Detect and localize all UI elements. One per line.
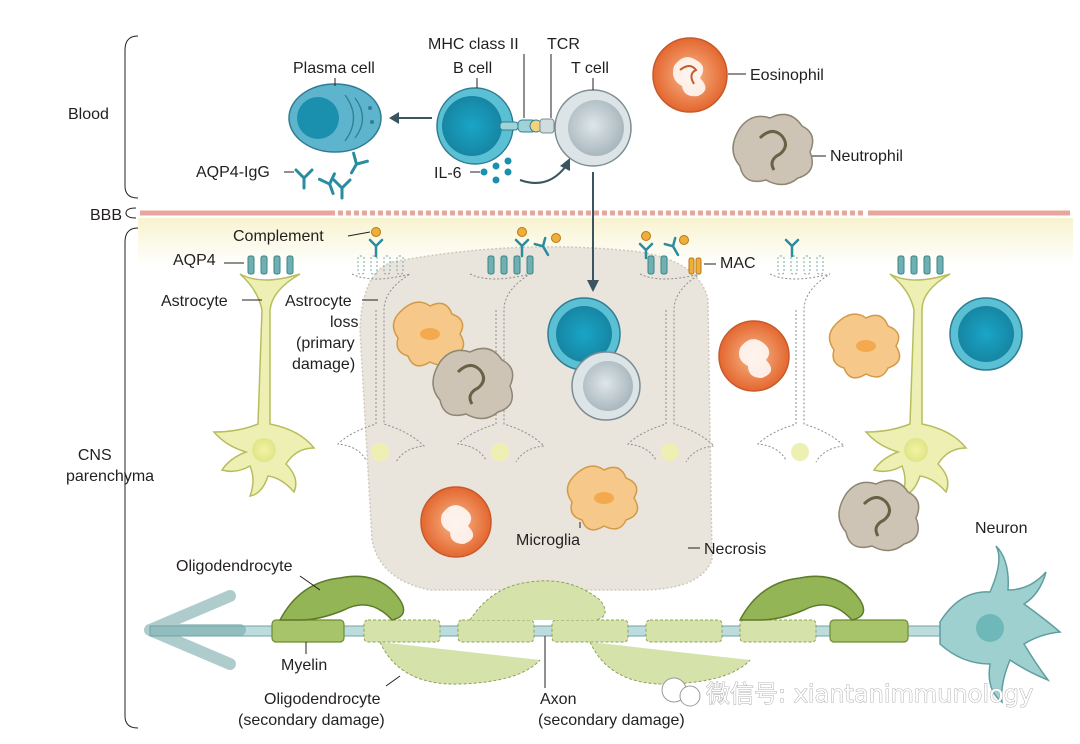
cns-brace [124,227,139,729]
label-tcr: TCR [547,36,580,53]
eosinophils-cns [420,320,790,558]
astrocyte-loss-line-1: Astrocyte [285,293,352,310]
region-label-cns: CNS parenchyma [66,447,154,485]
astrocyte-left [212,273,316,497]
b-cell-cns [547,297,621,371]
myelin-damaged [363,619,817,643]
b-cell-cns-right [949,297,1023,371]
myelin-sheaths [271,619,909,643]
label-axon-secondary: Axon (secondary damage) [538,691,685,729]
aqp4-igg-antibodies [294,151,369,200]
aqp4-channels-lost [357,255,824,275]
mhc-tcr-synapse [499,118,555,134]
t-cell [554,89,632,167]
label-astrocyte-loss: Astrocyte loss (primary damage) [285,293,363,373]
label-microglia: Microglia [516,532,580,549]
cns-line-1: CNS [78,447,112,464]
label-mac: MAC [720,255,756,272]
label-neuron: Neuron [975,520,1027,537]
region-label-bbb: BBB [90,207,122,224]
oligo-secondary-line-2: (secondary damage) [238,712,385,729]
neutrophils-cns [432,347,920,552]
arrow-tcell-into-cns [587,172,599,292]
il6-molecules [480,157,512,184]
leader-complement [347,231,371,237]
label-complement: Complement [233,228,324,245]
axon-secondary-line-2: (secondary damage) [538,712,685,729]
label-plasma-cell: Plasma cell [293,60,375,77]
oligo-secondary-line-1: Oligodendrocyte [264,691,381,708]
region-label-blood: Blood [68,106,109,123]
astrocyte-loss-line-2: loss [330,314,358,331]
label-oligodendrocyte-secondary: Oligodendrocyte (secondary damage) [238,691,385,729]
label-aqp4: AQP4 [173,252,216,269]
label-b-cell: B cell [453,60,492,77]
bbb-brace [125,207,137,219]
leader-oligo-secondary [385,675,401,687]
oligodendrocyte-intact [278,575,865,621]
aqp4-channels [247,255,944,275]
astrocyte-right [864,273,968,497]
eosinophil-blood [652,37,728,113]
astrocyte-loss-line-3: (primary [296,335,355,352]
lost-astrocyte-nuclei [371,443,809,461]
arrow-il6-to-tcell [519,158,570,184]
label-il6: IL-6 [434,165,462,182]
complement-antibodies [368,227,800,260]
plasma-cell [288,83,382,153]
cns-line-2: parenchyma [66,468,154,485]
label-myelin: Myelin [281,657,327,674]
label-oligodendrocyte: Oligodendrocyte [176,558,293,575]
astrocyte-loss-line-4: damage) [292,356,355,373]
label-mhc-class-ii: MHC class II [428,36,519,53]
label-neutrophil: Neutrophil [830,148,903,165]
watermark-text: 微信号: xiantanimmunology [706,680,1033,708]
blood-brace [124,35,139,199]
label-necrosis: Necrosis [704,541,766,558]
arrow-bcell-to-plasma [389,112,432,124]
b-cell [436,87,514,165]
label-t-cell: T cell [571,60,609,77]
watermark: 微信号: xiantanimmunology [661,677,1034,708]
label-astrocyte: Astrocyte [161,293,228,310]
axon-secondary-line-1: Axon [540,691,576,708]
label-eosinophil: Eosinophil [750,67,824,84]
label-aqp4-igg: AQP4-IgG [196,164,270,181]
microglia-nuclei [420,328,876,504]
t-cell-cns [571,351,641,421]
neuron [939,545,1062,704]
neutrophil-blood [732,113,814,186]
leader-oligodendrocyte [299,575,321,591]
mac-complex [688,257,702,275]
